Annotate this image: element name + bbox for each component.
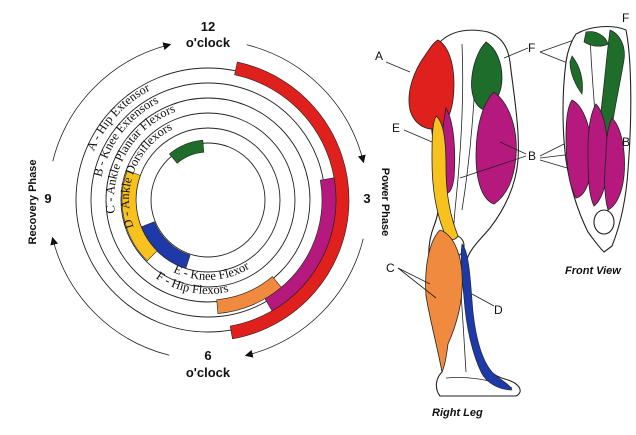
clock-12: 12 bbox=[201, 19, 215, 34]
leg-label-d: D bbox=[494, 303, 503, 317]
front-muscle-f-3 bbox=[569, 55, 583, 95]
front-knee-cap bbox=[593, 209, 615, 235]
clock-9: 9 bbox=[44, 191, 51, 206]
band-hip-flexors bbox=[121, 170, 158, 262]
clock-3: 3 bbox=[363, 191, 370, 206]
leg-label-a: A bbox=[375, 49, 383, 63]
ring-4 bbox=[120, 112, 296, 288]
clock-6-sub: o'clock bbox=[186, 365, 231, 380]
muscle-a-hip-extensor bbox=[408, 39, 455, 130]
leg-label-e: E bbox=[392, 121, 400, 135]
leader-c bbox=[397, 267, 437, 299]
caption-right-leg: Right Leg bbox=[432, 407, 483, 419]
band-knee-extensors bbox=[264, 177, 337, 312]
clock-12-sub: o'clock bbox=[186, 35, 231, 50]
leader-b bbox=[459, 139, 591, 179]
arrow-9-to-12 bbox=[52, 42, 172, 162]
band-hip-extensor bbox=[229, 61, 350, 340]
band-ankle-plantar-flexors bbox=[216, 276, 282, 314]
leader-f bbox=[503, 39, 575, 65]
muscle-d-ankle-dorsiflexor bbox=[460, 243, 513, 391]
ring-3 bbox=[105, 97, 311, 303]
muscle-b-knee-extensor-2 bbox=[475, 91, 517, 205]
ring-6 bbox=[150, 142, 266, 258]
front-view: B F Front View bbox=[562, 11, 632, 277]
leg-label-b: B bbox=[528, 149, 536, 163]
arrow-6-to-9 bbox=[50, 236, 170, 356]
right-leg-side-view: A E C D F B Right Leg bbox=[375, 29, 591, 419]
front-muscle-b-3 bbox=[604, 117, 625, 211]
leg-label-c: C bbox=[386, 261, 395, 275]
front-label-b: B bbox=[622, 135, 630, 149]
band-ankle-dorsiflexors bbox=[169, 139, 205, 164]
leader-e bbox=[403, 129, 433, 143]
power-phase-label: Power Phase bbox=[379, 168, 391, 236]
recovery-phase-label: Recovery Phase bbox=[27, 160, 39, 245]
clock-6: 6 bbox=[204, 348, 211, 363]
caption-front-view: Front View bbox=[565, 265, 622, 277]
arrow-12-to-3 bbox=[246, 44, 366, 164]
leader-d bbox=[471, 293, 495, 307]
front-label-f: F bbox=[622, 11, 629, 25]
band-knee-flexor bbox=[140, 221, 191, 269]
pedal-clock: A - Hip Extensor B - Knee Extensors C - … bbox=[27, 19, 391, 380]
arrow-3-to-6 bbox=[244, 238, 364, 358]
leg-label-f: F bbox=[528, 41, 535, 55]
leader-a bbox=[385, 61, 411, 73]
